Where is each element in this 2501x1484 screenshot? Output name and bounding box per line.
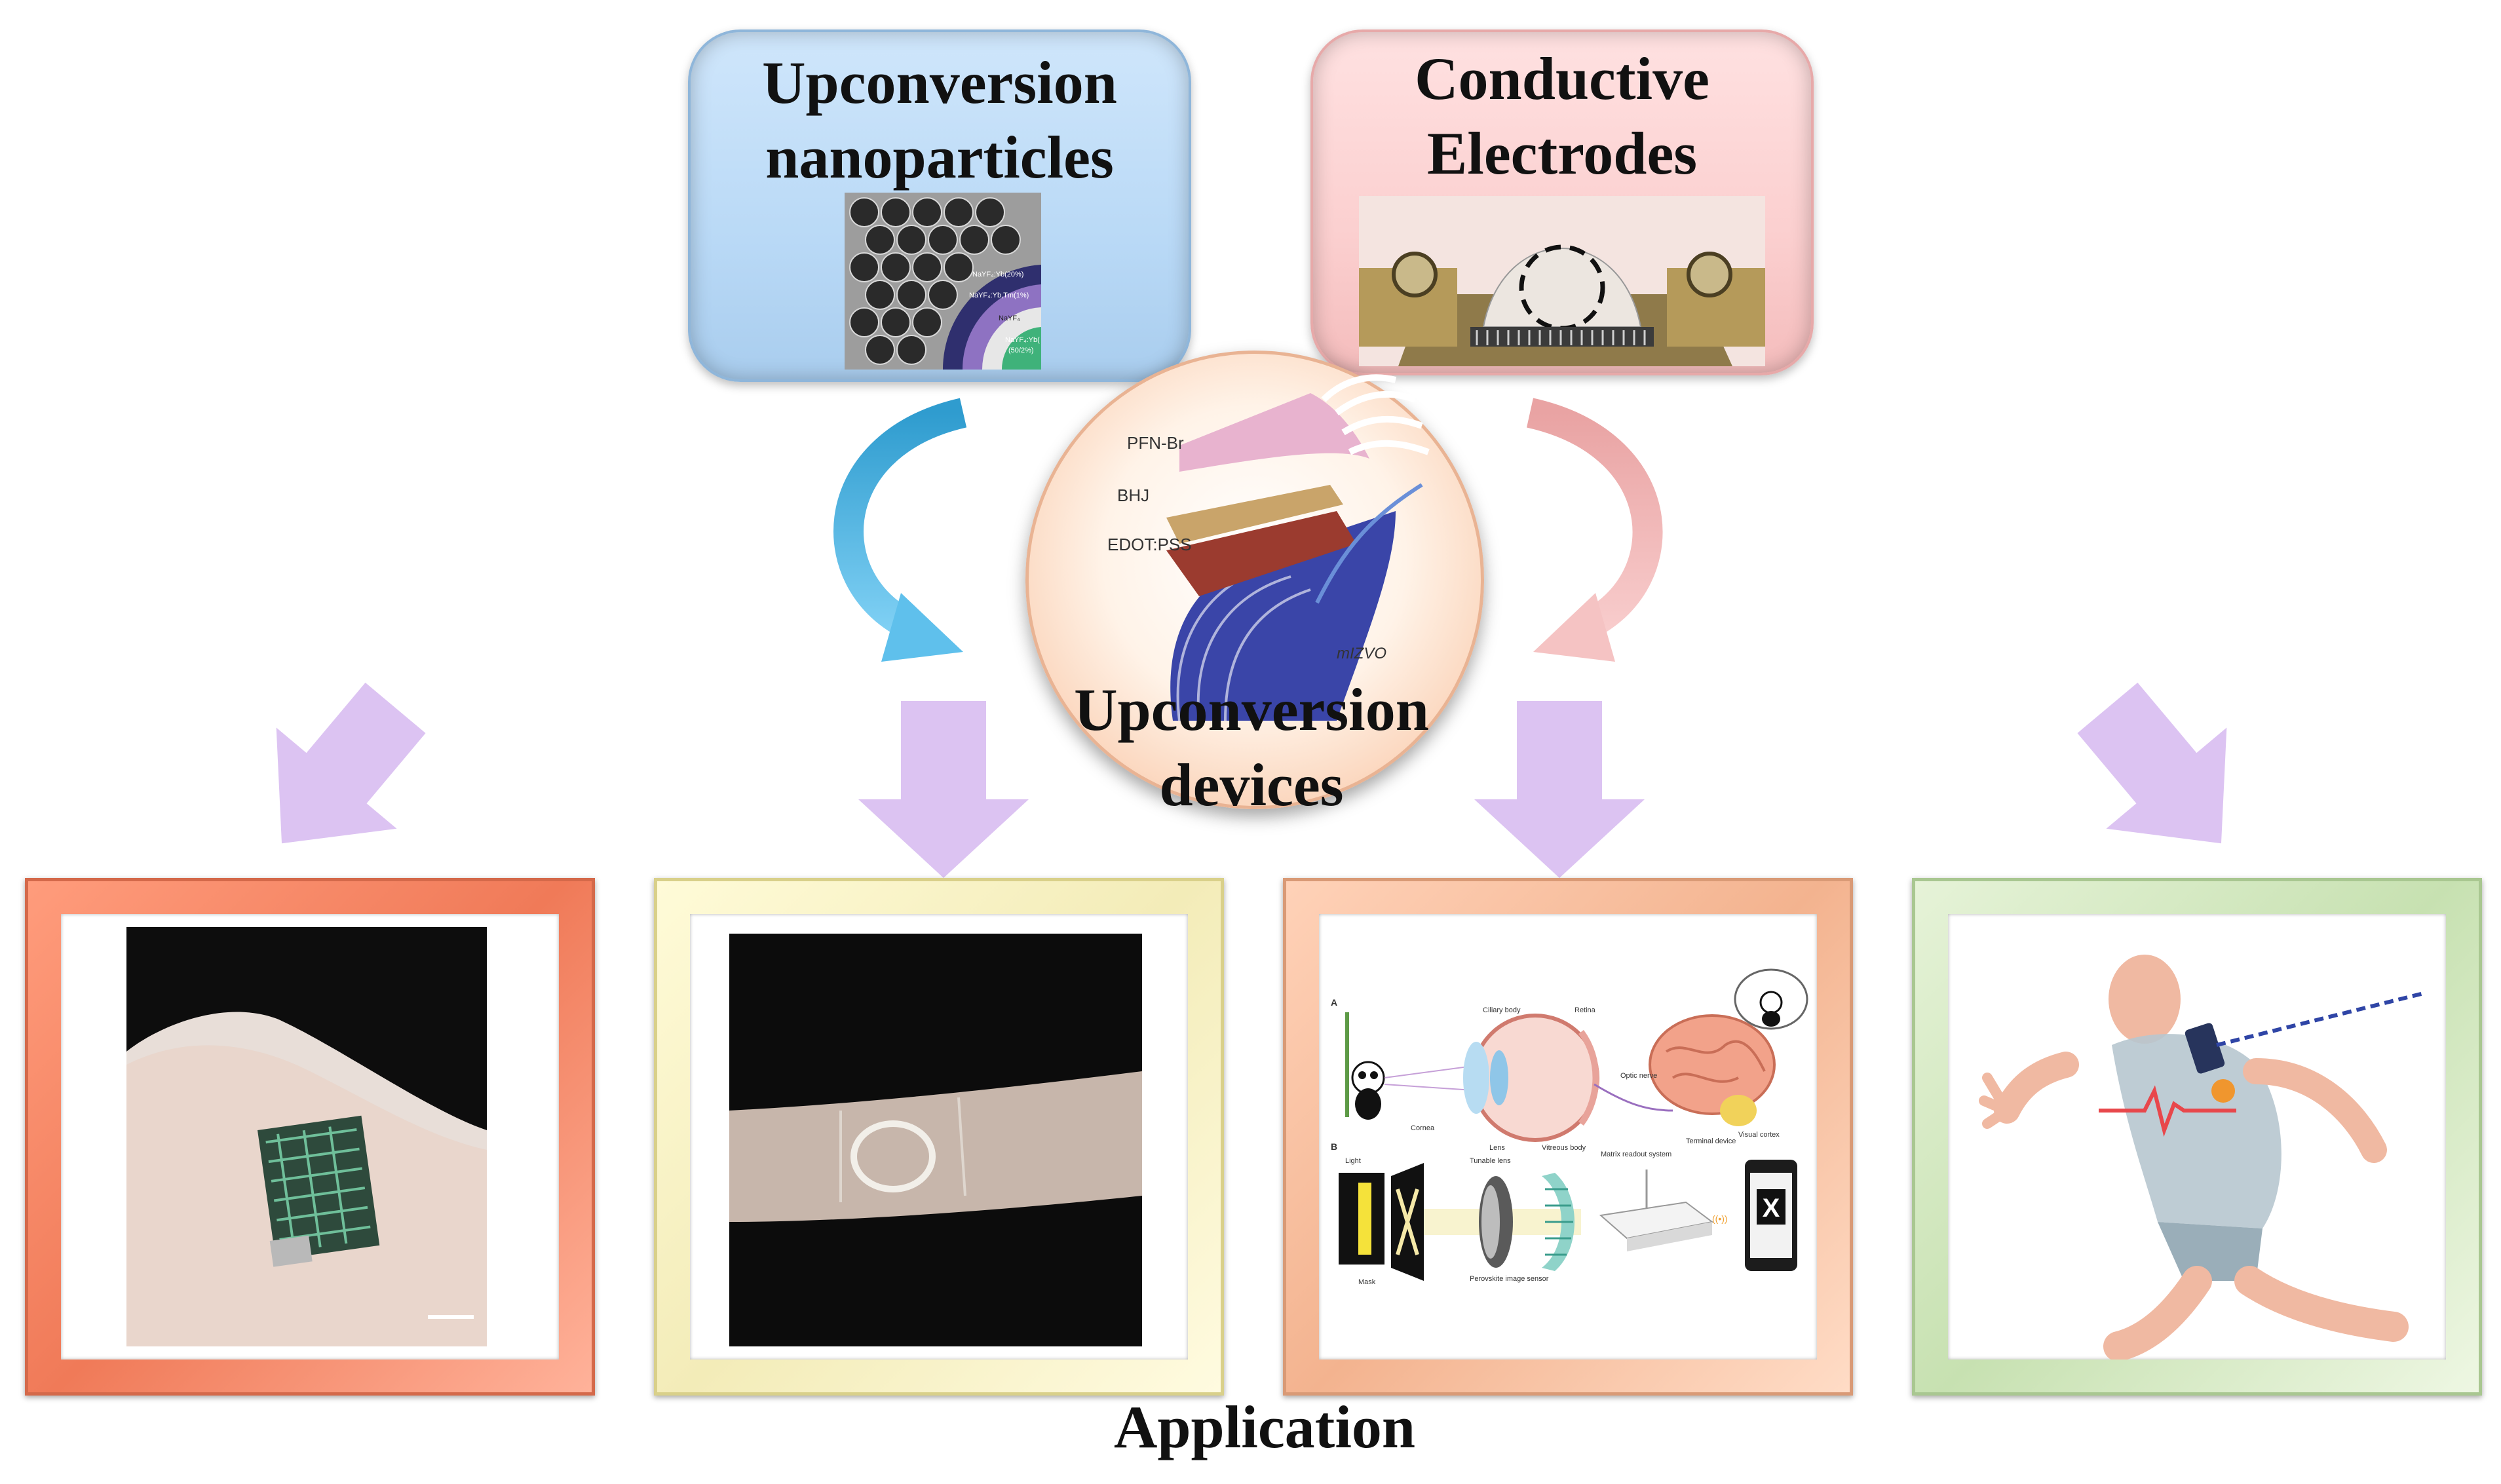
label-light: Light: [1345, 1157, 1361, 1165]
device-title-line1: Upconversion: [1074, 676, 1429, 743]
device-circle: PFN-Br BHJ EDOT:PSS mIZVO: [1025, 351, 1484, 809]
electrodes-title-line2: Electrodes: [1426, 120, 1698, 187]
application-frame-athlete: [1912, 878, 2482, 1396]
frame-inner: [1948, 914, 2446, 1360]
runner-body: [1979, 955, 2409, 1360]
thought-bubble: [1734, 968, 1808, 1030]
application-label: Application: [1113, 1394, 1416, 1460]
athlete-illustration: [1979, 955, 2427, 1360]
layer-label-pedot: EDOT:PSS: [1107, 535, 1192, 554]
phone-device: X: [1745, 1160, 1797, 1271]
curved-arrow-pink: [1526, 398, 1663, 662]
label-visual: Visual cortex: [1738, 1131, 1780, 1139]
device-title-line2: devices: [1159, 752, 1344, 818]
label-mask: Mask: [1358, 1278, 1376, 1286]
down-arrow-2: [858, 701, 1029, 878]
label-optic: Optic nerve: [1620, 1072, 1657, 1080]
section-a-label: A: [1331, 997, 1337, 1008]
label-lens: Lens: [1489, 1144, 1505, 1152]
tunable-lens: [1479, 1176, 1513, 1268]
device-layer-stack: PFN-Br BHJ EDOT:PSS mIZVO: [1107, 374, 1430, 721]
down-arrow-1: [276, 682, 426, 844]
shell-label-1: NaYF₄:Yb(20%): [972, 271, 1023, 278]
shoulder-photo: [126, 927, 487, 1346]
shell-label-2: NaYF₄:Yb,Tm(1%): [969, 292, 1029, 299]
light-source: [1339, 1173, 1384, 1265]
panda-left: [1345, 1012, 1385, 1120]
arm-photo: [729, 934, 1142, 1346]
wifi-icon: ((•)): [1712, 1213, 1728, 1224]
frame-inner: [61, 914, 559, 1360]
readout-router: [1599, 1170, 1714, 1251]
nanoparticle-tem-image: NaYF₄:Yb(20%) NaYF₄:Yb,Tm(1%) NaYF₄ NaYF…: [845, 193, 1041, 370]
curved-arrow-blue: [833, 398, 967, 662]
label-terminal: Terminal device: [1686, 1137, 1736, 1145]
label-retina: Retina: [1575, 1006, 1596, 1014]
down-arrow-3: [1474, 701, 1645, 878]
label-vitreous: Vitreous body: [1542, 1144, 1586, 1152]
frame-inner: A B: [1319, 914, 1817, 1360]
shell-label-3: NaYF₄: [999, 314, 1020, 322]
layer-label-mizvo: mIZVO: [1337, 645, 1386, 662]
label-cornea: Cornea: [1411, 1124, 1435, 1132]
application-frame-shoulder: [25, 878, 595, 1396]
shell-label-5: (50/2%): [1008, 347, 1034, 354]
label-matrix: Matrix readout system: [1601, 1151, 1671, 1158]
layer-label-bhj: BHJ: [1117, 485, 1149, 505]
label-tunable: Tunable lens: [1470, 1157, 1511, 1165]
application-frame-eye: A B: [1283, 878, 1853, 1396]
wearable-device: [2185, 1023, 2225, 1074]
image-sensor: [1542, 1173, 1575, 1271]
electrodes-title-line1: Conductive: [1415, 45, 1709, 112]
nanoparticles-title-line1: Upconversion: [762, 49, 1117, 116]
mask: [1391, 1163, 1424, 1281]
down-arrow-4: [2077, 682, 2227, 844]
layer-label-pfn: PFN-Br: [1127, 433, 1184, 453]
shell-label-4: NaYF₄:Yb(: [1005, 336, 1040, 344]
section-b-label: B: [1331, 1141, 1337, 1152]
electrodes-box: Conductive Electrodes: [1310, 29, 1814, 375]
nanoparticles-title-line2: nanoparticles: [765, 124, 1114, 191]
label-ciliary: Ciliary body: [1483, 1006, 1521, 1014]
label-perovskite: Perovskite image sensor: [1470, 1275, 1549, 1283]
application-frame-arm: [654, 878, 1224, 1396]
electrode-photo: [1359, 196, 1765, 366]
brain: [1649, 1014, 1776, 1126]
phone-x-label: X: [1763, 1194, 1780, 1223]
frame-inner: [690, 914, 1188, 1360]
artificial-eye-diagram: A B: [1331, 968, 1808, 1286]
eyeball: [1463, 1014, 1599, 1142]
nanoparticles-box: Upconversion nanoparticles NaYF₄:Yb(20%)…: [688, 29, 1191, 382]
